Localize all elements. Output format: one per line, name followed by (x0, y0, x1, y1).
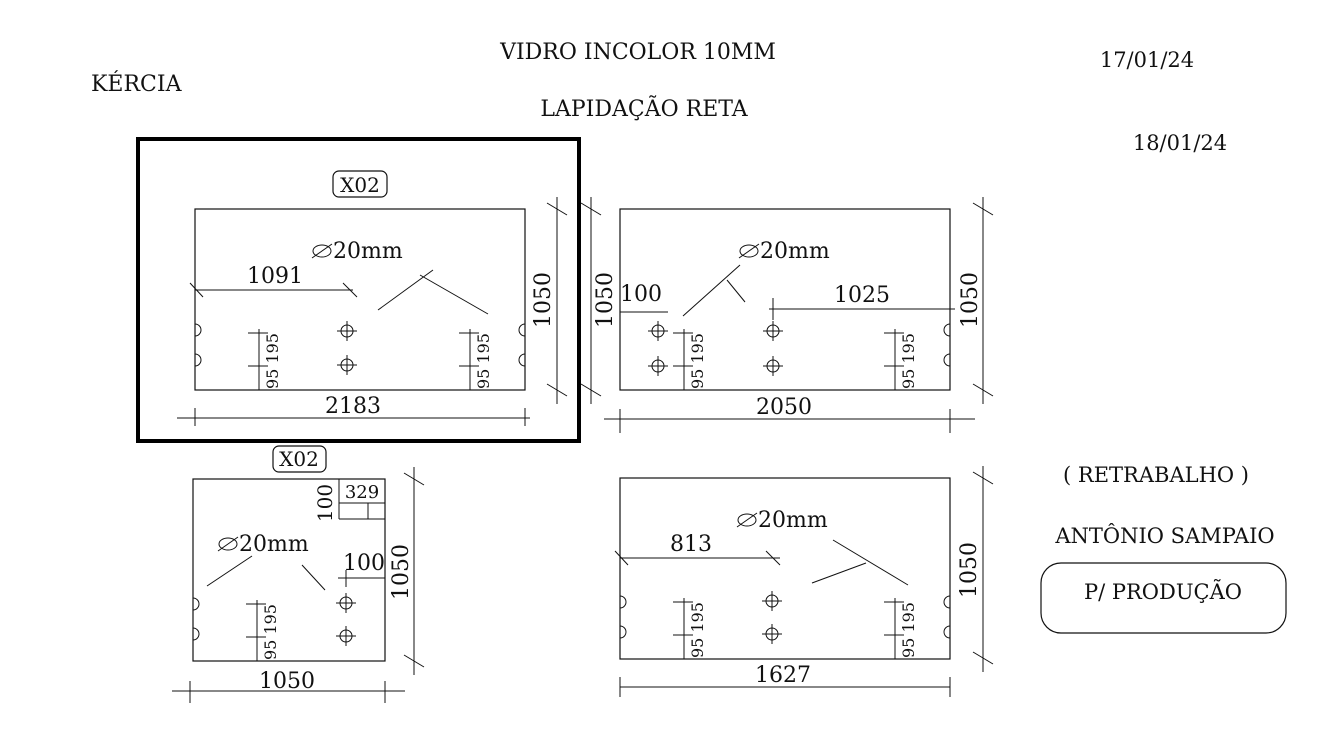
hole-spacing-4b: 95 195 (899, 602, 918, 658)
hinge-notches-1 (194, 323, 526, 367)
piece-2: 95 195 95 195 20mm 100 1025 2050 1050 10… (580, 197, 994, 433)
qty-badge-3 (272, 445, 327, 473)
glass-outline-2 (619, 208, 951, 391)
hole-spacing-3: 95 195 (261, 604, 280, 660)
glass-outline-1 (194, 208, 526, 391)
height-left-2: 1050 (593, 272, 618, 328)
spacing-ticks-2 (673, 329, 904, 390)
production-stamp (1040, 562, 1287, 634)
hinge-notches-2 (943, 323, 951, 367)
hole-diameter-4: 20mm (758, 508, 828, 533)
hinge-notches-3 (192, 597, 200, 641)
spacing-ticks-3 (246, 600, 266, 661)
holes-4 (762, 591, 782, 644)
glass-outline-4 (619, 477, 951, 660)
holes-1 (337, 321, 357, 375)
glass-outline-3 (192, 478, 386, 662)
production-label: P/ PRODUÇÃO (1084, 580, 1242, 604)
highlight-frame (136, 137, 581, 443)
diameter-symbol-1 (311, 243, 333, 259)
hole-spacing-1b: 95 195 (474, 333, 493, 389)
finish-title: LAPIDAÇÃO RETA (540, 94, 748, 122)
hole-spacing-2a: 95 195 (688, 333, 707, 389)
diameter-symbol-2 (738, 243, 760, 259)
hole-spacing-2b: 95 195 (899, 333, 918, 389)
holes-3 (336, 593, 356, 646)
material-title: VIDRO INCOLOR 10MM (499, 40, 776, 65)
corner-notch-3 (338, 479, 386, 520)
height-1: 1050 (531, 272, 556, 328)
hinge-notches-4 (619, 595, 951, 639)
piece-1: X02 95 195 95 195 20mm (136, 137, 581, 443)
person-name: ANTÔNIO SAMPAIO (1054, 523, 1274, 548)
date-2: 18/01/24 (1133, 131, 1227, 155)
height-2: 1050 (958, 272, 983, 328)
qty-label-3: X02 (279, 447, 319, 471)
width-3: 1050 (259, 669, 315, 694)
piece-3: X02 329 100 95 195 20mm (172, 445, 425, 703)
qty-label-1: X02 (340, 173, 380, 197)
spacing-ticks-4 (673, 598, 904, 659)
height-3: 1050 (389, 544, 414, 600)
notch-height-3: 100 (313, 484, 337, 522)
hole-diameter-1: 20mm (333, 239, 403, 264)
offset-3: 100 (343, 551, 385, 576)
diameter-symbol-3 (217, 536, 239, 552)
spacing-ticks-1 (248, 329, 479, 390)
width-2: 2050 (756, 395, 812, 420)
hole-diameter-3: 20mm (239, 532, 309, 557)
offset-right-2: 1025 (834, 283, 890, 308)
width-1: 2183 (325, 394, 381, 419)
rework-note: ( RETRABALHO ) (1063, 463, 1249, 487)
date-1: 17/01/24 (1100, 48, 1194, 72)
width-4: 1627 (755, 663, 811, 688)
diameter-symbol-4 (736, 512, 758, 528)
notch-width-3: 329 (345, 482, 379, 503)
qty-badge-1 (332, 170, 388, 198)
offset-4: 813 (670, 532, 712, 557)
client-name: KÉRCIA (91, 70, 183, 97)
hole-spacing-1a: 95 195 (263, 333, 282, 389)
piece-4: 95 195 95 195 20mm 813 1627 1050 (614, 466, 994, 697)
offset-left-2: 100 (620, 282, 662, 307)
hole-diameter-2: 20mm (760, 239, 830, 264)
hole-spacing-4a: 95 195 (688, 602, 707, 658)
height-4: 1050 (957, 542, 982, 598)
holes-2 (648, 321, 783, 376)
offset-1: 1091 (247, 264, 303, 289)
